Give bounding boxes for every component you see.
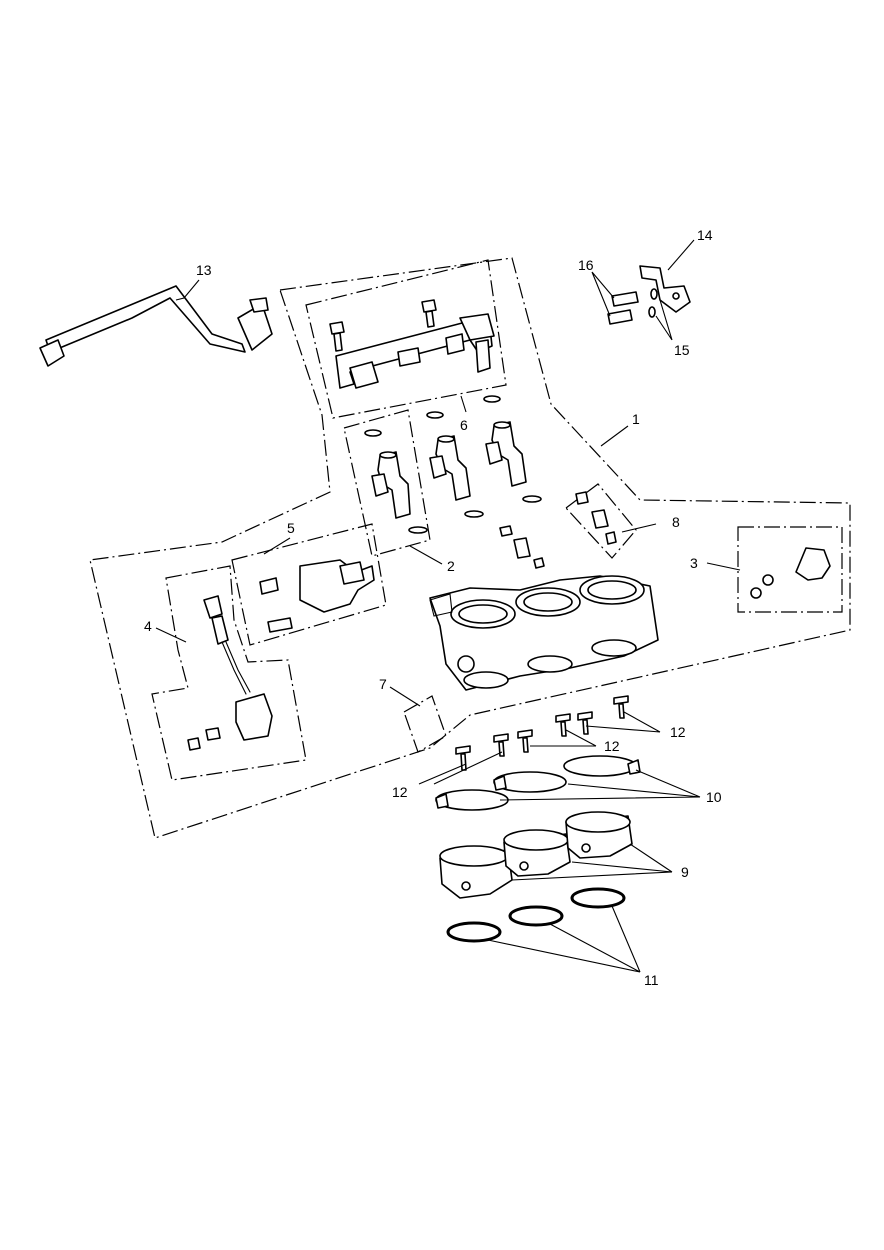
mounting-bracket	[639, 265, 691, 313]
group-box-7	[403, 695, 447, 753]
fuel-hose	[39, 285, 273, 367]
callout-2: 2	[447, 558, 455, 574]
callout-8: 8	[672, 514, 680, 530]
assembly-outline-1	[89, 257, 851, 839]
group-box-6	[305, 259, 507, 419]
idle-screw-set	[499, 491, 617, 569]
fuel-injectors	[371, 421, 542, 534]
throttle-body	[429, 575, 659, 691]
callout-9: 9	[681, 864, 689, 880]
callout-16: 16	[578, 257, 594, 273]
callout-6: 6	[460, 417, 468, 433]
hose-clamps	[435, 755, 641, 811]
mounting-screws	[455, 695, 629, 771]
sensor-harness	[187, 595, 273, 751]
callout-13: 13	[196, 262, 212, 278]
callout-numbers: 1 2 3 4 5 6 7 8 9 10 11 12 12 12 13 14 1…	[144, 227, 722, 988]
gaskets	[446, 887, 626, 943]
group-box-5	[231, 523, 387, 646]
callout-14: 14	[697, 227, 713, 243]
callout-1: 1	[632, 411, 640, 427]
fuel-rail	[329, 299, 495, 389]
leader-lines	[155, 239, 741, 973]
intake-adaptors	[439, 811, 633, 899]
group-box-3	[737, 526, 843, 613]
callout-12-left: 12	[392, 784, 408, 800]
group-box-4	[151, 565, 307, 781]
sensor-bracket	[750, 547, 831, 599]
callout-12-right: 12	[670, 724, 686, 740]
bracket-screws	[607, 288, 658, 325]
callout-4: 4	[144, 618, 152, 634]
group-box-8	[565, 483, 637, 559]
callout-11: 11	[644, 972, 659, 988]
callout-10: 10	[706, 789, 722, 805]
callout-3: 3	[690, 555, 698, 571]
rail-o-rings	[364, 395, 501, 437]
callout-12-mid: 12	[604, 738, 620, 754]
throttle-position-sensor	[259, 559, 375, 633]
callout-7: 7	[379, 676, 387, 692]
callout-5: 5	[287, 520, 295, 536]
callout-15: 15	[674, 342, 690, 358]
